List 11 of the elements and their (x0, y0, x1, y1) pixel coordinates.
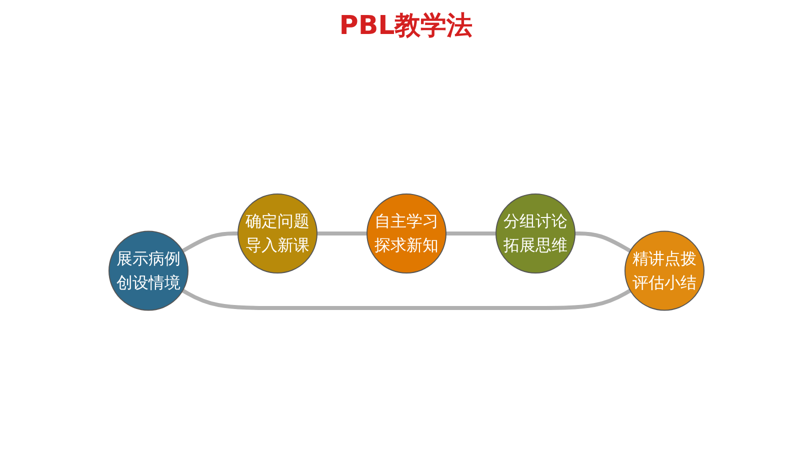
node-circle: 展示病例 创设情境 (108, 231, 188, 312)
node-circle: 自主学习 探求新知 (366, 194, 446, 274)
diagram-title: PBL教学法 (339, 10, 473, 43)
connector (316, 232, 366, 236)
connector (446, 232, 496, 236)
connector (181, 232, 238, 254)
connector (574, 232, 631, 254)
node-circle: 分组讨论 拓展思维 (495, 194, 575, 274)
node-circle: 确定问题 导入新课 (237, 194, 317, 274)
connector (181, 289, 631, 310)
node-circle: 精讲点拨 评估小结 (624, 231, 704, 312)
